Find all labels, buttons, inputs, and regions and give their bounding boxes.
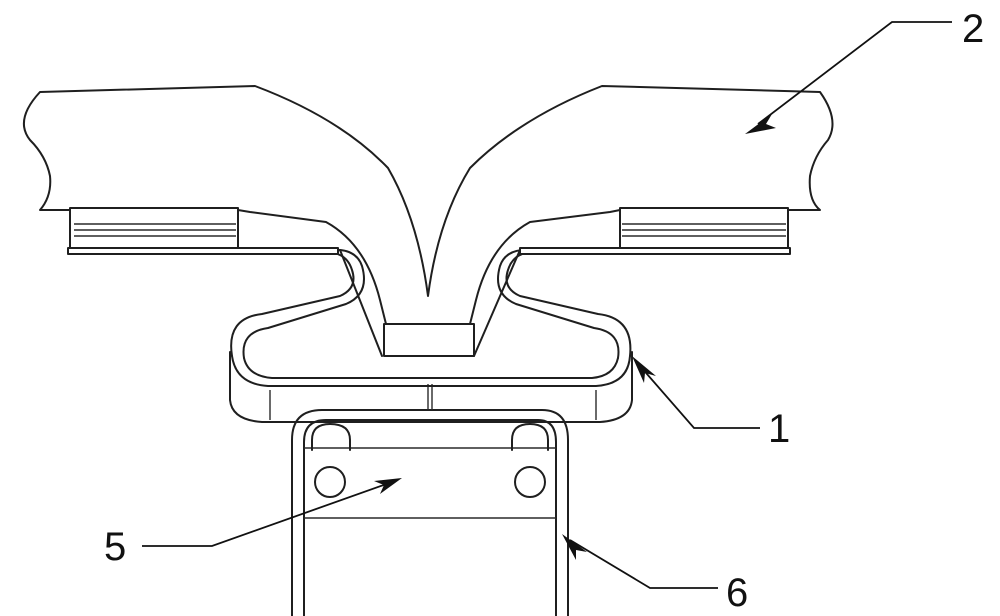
leader-1 (632, 356, 760, 429)
left-flange (69, 207, 239, 249)
callout-2: 2 (962, 7, 984, 51)
pin-right (514, 466, 546, 498)
left-strip (67, 247, 339, 255)
leader-2 (745, 21, 952, 134)
callout-5: 5 (104, 525, 126, 569)
callout-6: 6 (726, 571, 748, 615)
part-2-seal-profile (22, 85, 834, 357)
part-6-frame (291, 409, 569, 616)
center-block (383, 323, 475, 357)
leader-5 (142, 478, 402, 547)
part-5-block (304, 423, 556, 519)
pin-left (314, 466, 346, 498)
part-1-spring-clip (229, 248, 633, 423)
leader-6 (562, 534, 718, 589)
right-strip (519, 247, 791, 255)
callout-1: 1 (768, 407, 790, 451)
right-flange (619, 207, 789, 249)
